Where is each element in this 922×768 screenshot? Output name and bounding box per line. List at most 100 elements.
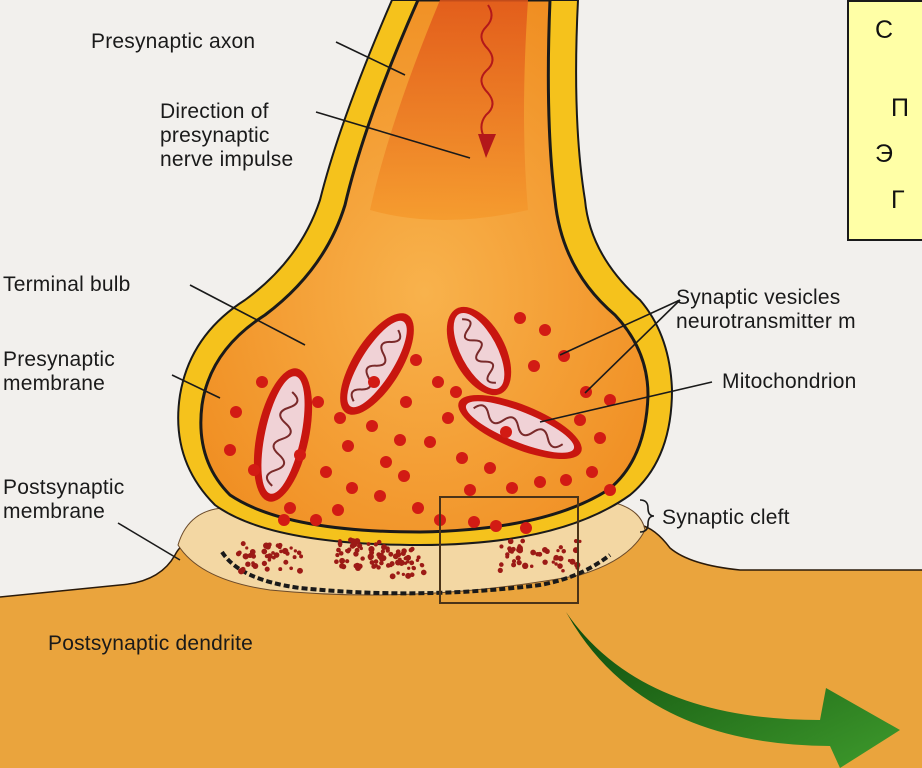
receptor-dot	[265, 554, 269, 558]
receptor-dot	[410, 547, 414, 551]
vesicle	[230, 406, 242, 418]
receptor-dot	[390, 573, 396, 579]
vesicle	[284, 502, 296, 514]
receptor-dot	[299, 554, 303, 558]
receptor-dot	[297, 568, 303, 574]
receptor-dot	[499, 544, 503, 548]
receptor-dot	[511, 547, 516, 552]
receptor-dot	[506, 554, 509, 557]
receptor-dot	[381, 544, 387, 550]
vesicle	[424, 436, 436, 448]
receptor-dot	[396, 571, 400, 575]
receptor-dot	[252, 563, 258, 569]
vesicle	[506, 482, 518, 494]
vesicle	[224, 444, 236, 456]
receptor-dot	[236, 551, 241, 556]
label-impulse-direction: Direction of presynaptic nerve impulse	[160, 100, 293, 172]
vesicle	[320, 466, 332, 478]
vesicle	[432, 376, 444, 388]
vesicle	[400, 396, 412, 408]
note-line-3: Э	[875, 140, 893, 169]
note-line-1: С	[875, 16, 893, 45]
receptor-dot	[265, 567, 270, 572]
receptor-dot	[420, 563, 424, 567]
vesicle	[294, 449, 306, 461]
vesicle	[500, 426, 512, 438]
receptor-dot	[386, 563, 391, 568]
receptor-dot	[350, 543, 356, 549]
receptor-dot	[405, 573, 411, 579]
receptor-dot	[336, 548, 341, 553]
receptor-dot	[535, 552, 539, 556]
receptor-dot	[241, 569, 245, 573]
vesicle	[412, 502, 424, 514]
vesicle	[332, 504, 344, 516]
receptor-dot	[508, 539, 514, 545]
vesicle	[410, 354, 422, 366]
receptor-dot	[561, 569, 565, 573]
note-line-4: Г	[891, 186, 905, 215]
receptor-dot	[554, 562, 557, 565]
receptor-dot	[278, 567, 282, 571]
vesicle	[574, 414, 586, 426]
receptor-dot	[338, 544, 342, 548]
vesicle	[256, 376, 268, 388]
vesicle	[334, 412, 346, 424]
vesicle	[450, 386, 462, 398]
vesicle	[394, 434, 406, 446]
vesicle	[520, 522, 532, 534]
vesicle	[442, 412, 454, 424]
receptor-dot	[542, 547, 548, 553]
receptor-dot	[276, 543, 280, 547]
label-synaptic-vesicles: Synaptic vesicles neurotransmitter m	[676, 286, 856, 334]
receptor-dot	[353, 551, 358, 556]
receptor-dot	[556, 549, 559, 552]
receptor-dot	[289, 566, 293, 570]
receptor-dot	[498, 568, 503, 573]
vesicle	[484, 462, 496, 474]
vesicle	[346, 482, 358, 494]
vesicle	[248, 464, 260, 476]
receptor-dot	[568, 559, 571, 562]
receptor-dot	[339, 558, 345, 564]
receptor-dot	[267, 543, 271, 547]
vesicle	[398, 470, 410, 482]
receptor-dot	[417, 555, 421, 559]
receptor-dot	[283, 560, 288, 565]
label-presynaptic-membrane: Presynaptic membrane	[3, 348, 115, 396]
receptor-dot	[388, 552, 393, 557]
receptor-dot	[261, 549, 267, 555]
vesicle	[514, 312, 526, 324]
vesicle	[594, 432, 606, 444]
vesicle	[586, 466, 598, 478]
vesicle	[342, 440, 354, 452]
receptor-dot	[499, 562, 504, 567]
receptor-dot	[412, 566, 416, 570]
receptor-dot	[516, 555, 521, 560]
label-postsynaptic-membrane: Postsynaptic membrane	[3, 476, 124, 524]
vesicle	[468, 516, 480, 528]
vesicle	[464, 484, 476, 496]
receptor-dot	[518, 544, 522, 548]
receptor-dot	[377, 540, 381, 544]
receptor-dot	[562, 549, 566, 553]
vesicle	[310, 514, 322, 526]
receptor-dot	[282, 548, 288, 554]
receptor-dot	[557, 563, 563, 569]
receptor-dot	[241, 541, 246, 546]
receptor-dot	[386, 549, 390, 553]
receptor-dot	[530, 550, 536, 556]
receptor-dot	[517, 547, 523, 553]
receptor-dot	[542, 559, 547, 564]
receptor-dot	[289, 546, 292, 549]
receptor-dot	[368, 554, 374, 560]
receptor-dot	[367, 542, 371, 546]
receptor-dot	[370, 560, 375, 565]
vesicle	[560, 474, 572, 486]
vesicle	[278, 514, 290, 526]
receptor-dot	[335, 553, 339, 557]
receptor-dot	[360, 556, 364, 560]
receptor-dot	[553, 557, 556, 560]
vesicle	[456, 452, 468, 464]
label-postsynaptic-dendrite: Postsynaptic dendrite	[48, 632, 253, 656]
